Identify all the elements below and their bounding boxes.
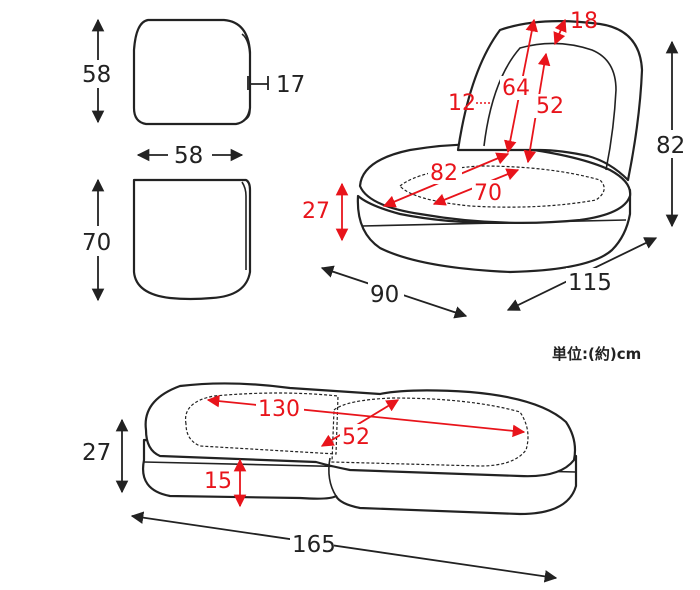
cushion-side-edge: [241, 33, 251, 121]
unit-note: 単位:(約)cm: [552, 345, 641, 363]
flat-view: 130 52 15 27 165: [82, 382, 578, 583]
cushion-height-mask: [84, 60, 114, 88]
chair-backrest-top-label: 18: [570, 9, 598, 34]
chair-seat-cushion-label: 70: [474, 181, 502, 206]
flat-total-length-arrow: [130, 511, 558, 583]
chair-backrest-cushion-mask: [534, 94, 568, 118]
chair-backrest-inner-label: 64: [502, 76, 530, 101]
seat-panel-height-label: 70: [82, 230, 111, 256]
chair-width-label: 115: [568, 270, 612, 296]
chair-view: 18 64 52 12 82 70 27 82 90 115: [302, 9, 692, 319]
flat-fold-line: [328, 457, 337, 497]
flat-cushion-width-label: 52: [342, 425, 370, 450]
flat-inner-length-label: 130: [258, 397, 300, 422]
chair-backrest-top-arrow: [553, 18, 567, 46]
chair-seat-width-label: 82: [430, 161, 458, 186]
flat-height-mask: [82, 436, 116, 466]
flat-cushion-width-arrow: [320, 399, 400, 447]
seat-panel-view: 70: [82, 178, 252, 302]
chair-depth-label: 90: [370, 282, 399, 308]
cushion-thickness-label: 17: [276, 72, 305, 98]
chair-backrest-side-label: 12: [448, 91, 476, 116]
chair-depth-mask: [368, 280, 404, 306]
chair-backrest-cushion-label: 52: [536, 94, 564, 119]
cushion-outline: [132, 18, 252, 126]
flat-total-length-mask: [290, 530, 334, 556]
chair-width-mask: [566, 268, 610, 294]
chair-seat-cushion-mask: [472, 180, 506, 204]
seat-panel-outline: [132, 178, 252, 301]
flat-base-thickness-label: 15: [204, 469, 232, 494]
flat-total-length-label: 165: [292, 532, 336, 558]
flat-inner-length-mask: [256, 396, 304, 420]
chair-total-height-mask: [656, 130, 692, 158]
cushion-height-label: 58: [82, 62, 111, 88]
seat-panel-height-mask: [82, 226, 114, 256]
flat-height-label: 27: [82, 440, 111, 466]
cushion-width-label: 58: [174, 143, 203, 169]
chair-seat-height-label: 27: [302, 199, 330, 224]
seat-panel-side-edge: [241, 181, 247, 270]
flat-cushion-width-mask: [340, 424, 374, 448]
chair-total-height-label: 82: [656, 133, 685, 159]
cushion-top-view: 17 58 58: [82, 18, 305, 169]
